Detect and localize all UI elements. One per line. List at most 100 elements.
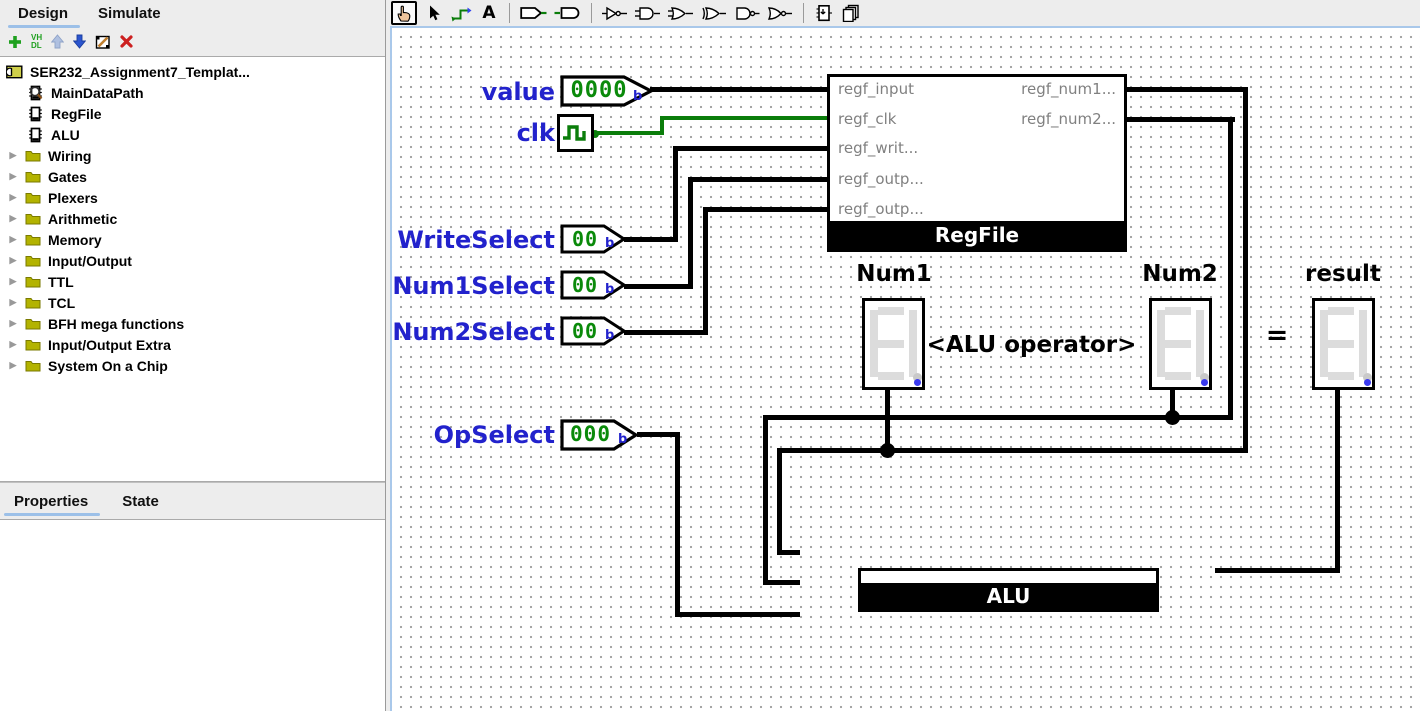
tree-item-library-input-output-extra[interactable]: ▶ Input/Output Extra — [0, 334, 385, 355]
seven-segment-display-num1[interactable] — [862, 298, 925, 390]
tree-item-library-tcl[interactable]: ▶ TCL — [0, 292, 385, 313]
input-pin-writeselect[interactable]: 00 b — [560, 224, 627, 254]
tree-item-library-soc[interactable]: ▶ System On a Chip — [0, 355, 385, 376]
expander-icon[interactable]: ▶ — [9, 192, 17, 202]
wire[interactable] — [1243, 87, 1248, 453]
wire[interactable] — [673, 146, 678, 242]
add-and-gate-button[interactable] — [635, 2, 661, 24]
input-pin-value[interactable]: 0000 b — [560, 75, 654, 107]
expander-icon[interactable]: ▶ — [9, 297, 17, 307]
move-circuit-up-icon[interactable] — [51, 34, 64, 49]
tree-item-maindatapath[interactable]: MainDataPath — [0, 82, 385, 103]
expander-icon[interactable]: ▶ — [9, 171, 17, 181]
select-tool-button[interactable] — [424, 2, 444, 24]
clock-wire[interactable] — [594, 131, 664, 135]
tab-simulate[interactable]: Simulate — [98, 5, 161, 22]
wire[interactable] — [703, 207, 827, 212]
tree-item-project-root[interactable]: SER232_Assignment7_Templat... — [0, 61, 385, 82]
wire[interactable] — [1228, 117, 1233, 420]
add-output-pin-button[interactable] — [554, 2, 581, 24]
circuit-stack-button[interactable] — [841, 2, 861, 24]
expander-icon[interactable]: ▶ — [9, 318, 17, 328]
wire[interactable] — [673, 146, 827, 151]
expander-icon[interactable]: ▶ — [9, 150, 17, 160]
tree-item-library-bfh[interactable]: ▶ BFH mega functions — [0, 313, 385, 334]
wiring-tool-button[interactable] — [451, 2, 472, 24]
tree-item-library-memory[interactable]: ▶ Memory — [0, 229, 385, 250]
port-marker-dot — [914, 379, 921, 386]
wire[interactable] — [624, 237, 678, 242]
alu-component[interactable]: ALU — [858, 568, 1159, 612]
tree-item-library-input-output[interactable]: ▶ Input/Output — [0, 250, 385, 271]
seven-segment-display-num2[interactable] — [1149, 298, 1212, 390]
add-xor-gate-button[interactable] — [701, 2, 727, 24]
project-tree: SER232_Assignment7_Templat... MainDataPa… — [0, 56, 385, 482]
edit-appearance-icon[interactable] — [95, 34, 111, 50]
decimal-point — [1200, 373, 1209, 382]
clock-wire[interactable] — [660, 116, 827, 120]
add-circuit-icon[interactable] — [8, 35, 22, 49]
wire[interactable] — [675, 612, 800, 617]
wire[interactable] — [703, 207, 708, 335]
clock-component[interactable] — [557, 114, 594, 152]
add-nand-gate-button[interactable] — [734, 2, 760, 24]
wire[interactable] — [777, 550, 800, 555]
wire[interactable] — [1127, 87, 1248, 92]
expander-icon[interactable]: ▶ — [9, 234, 17, 244]
remove-circuit-icon[interactable] — [120, 35, 133, 48]
tree-item-library-ttl[interactable]: ▶ TTL — [0, 271, 385, 292]
wire[interactable] — [777, 448, 782, 555]
tree-item-library-plexers[interactable]: ▶ Plexers — [0, 187, 385, 208]
tab-properties[interactable]: Properties — [4, 493, 101, 516]
wire[interactable] — [624, 330, 708, 335]
clock-wire[interactable] — [660, 116, 664, 135]
xor-gate-icon — [701, 6, 727, 21]
wire[interactable] — [763, 415, 768, 585]
tab-state[interactable]: State — [122, 493, 159, 510]
tree-item-library-wiring[interactable]: ▶ Wiring — [0, 145, 385, 166]
add-vhdl-icon[interactable]: VH DL — [31, 33, 42, 50]
expander-icon[interactable]: ▶ — [9, 339, 17, 349]
add-or-gate-button[interactable] — [668, 2, 694, 24]
add-input-pin-button[interactable] — [520, 2, 547, 24]
wire[interactable] — [1215, 568, 1340, 573]
add-nor-gate-button[interactable] — [767, 2, 793, 24]
wire[interactable] — [688, 177, 693, 289]
wire[interactable] — [1127, 117, 1235, 122]
expander-icon[interactable]: ▶ — [9, 276, 17, 286]
folder-icon — [25, 191, 41, 204]
expander-icon[interactable]: ▶ — [9, 360, 17, 370]
wire[interactable] — [624, 284, 693, 289]
move-circuit-down-icon[interactable] — [73, 34, 86, 49]
wire[interactable] — [1170, 390, 1175, 420]
wire[interactable] — [650, 87, 829, 92]
input-pin-num1select[interactable]: 00 b — [560, 270, 627, 300]
circuit-canvas[interactable]: value clk WriteSelect Num1Select Num2Sel… — [390, 26, 1420, 711]
segment — [878, 372, 904, 380]
wire[interactable] — [675, 432, 680, 617]
seven-segment-display-result[interactable] — [1312, 298, 1375, 390]
wire[interactable] — [637, 432, 680, 437]
not-gate-icon — [602, 6, 628, 21]
wire[interactable] — [885, 390, 890, 453]
tree-item-library-arithmetic[interactable]: ▶ Arithmetic — [0, 208, 385, 229]
tree-item-label: ALU — [51, 126, 80, 143]
wire[interactable] — [765, 415, 1233, 420]
expander-icon[interactable]: ▶ — [9, 213, 17, 223]
input-pin-opselect[interactable]: 000 b — [560, 419, 639, 451]
input-pin-num2select[interactable]: 00 b — [560, 316, 627, 346]
poke-tool-button[interactable] — [391, 1, 417, 25]
wire[interactable] — [1335, 390, 1340, 573]
expander-icon[interactable]: ▶ — [9, 255, 17, 265]
wire[interactable] — [779, 448, 1248, 453]
tree-item-library-gates[interactable]: ▶ Gates — [0, 166, 385, 187]
wire[interactable] — [688, 177, 827, 182]
tab-design[interactable]: Design — [8, 5, 81, 28]
wire[interactable] — [763, 580, 800, 585]
tree-item-regfile[interactable]: RegFile — [0, 103, 385, 124]
add-not-gate-button[interactable] — [602, 2, 628, 24]
tree-item-alu[interactable]: ALU — [0, 124, 385, 145]
regfile-component[interactable]: regf_input regf_clk regf_writ... regf_ou… — [827, 74, 1127, 252]
add-subcircuit-button[interactable] — [814, 2, 834, 24]
text-tool-button[interactable]: A — [479, 2, 499, 24]
